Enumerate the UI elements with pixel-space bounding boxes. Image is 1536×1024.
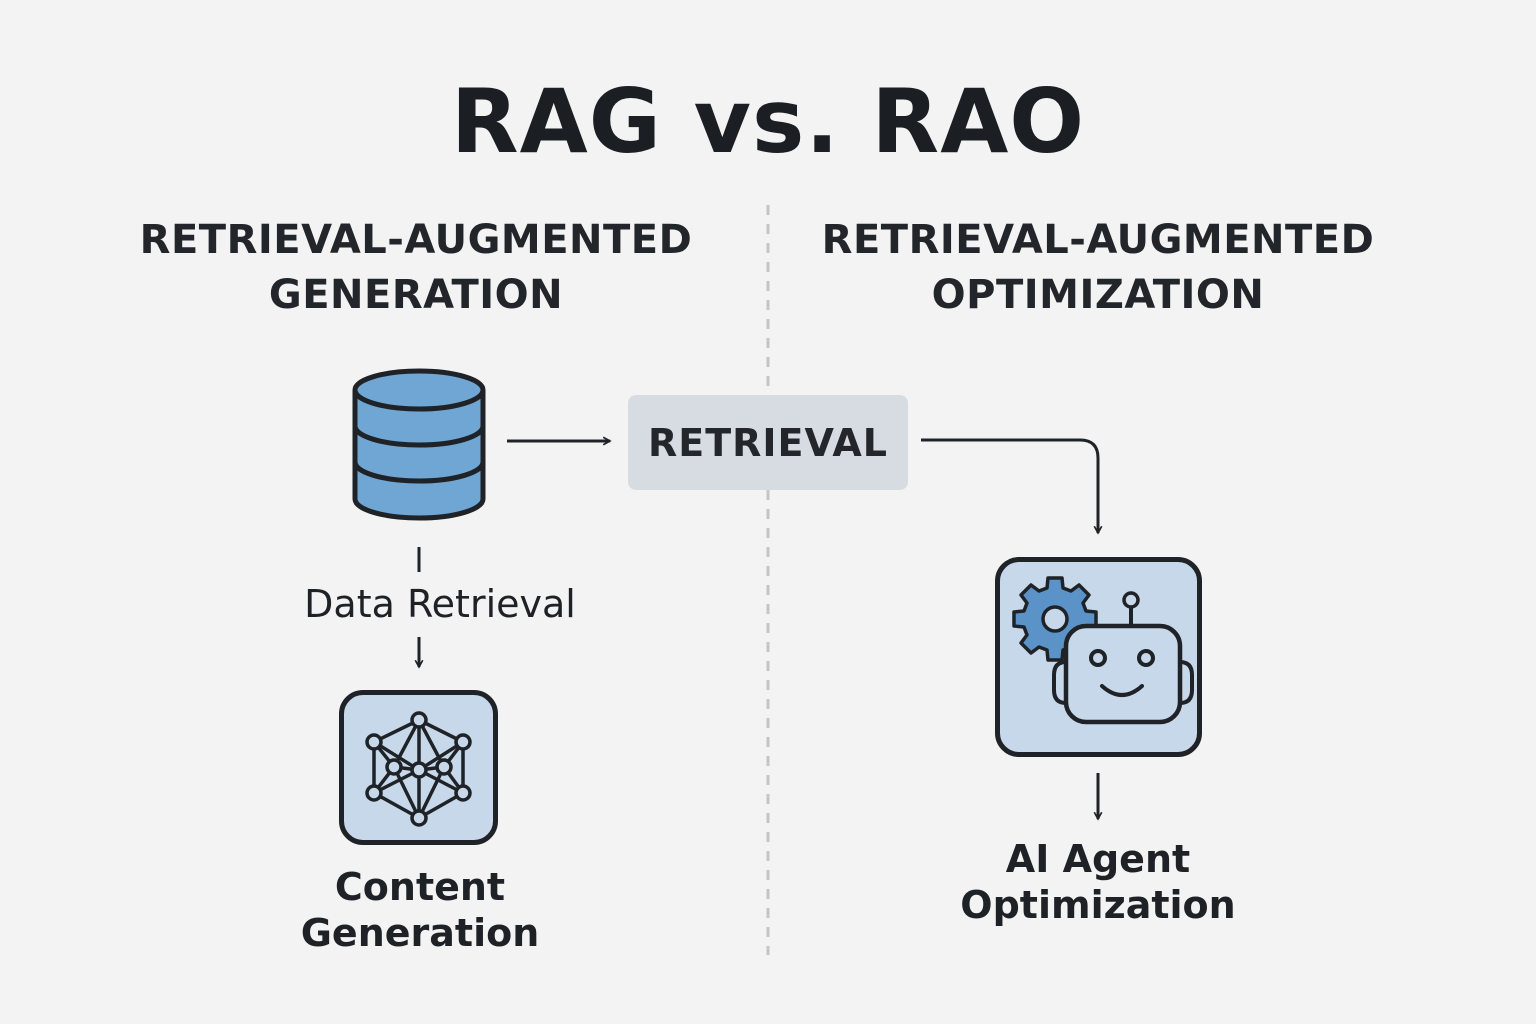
left-heading-line2: GENERATION: [268, 272, 564, 318]
arrow-retrieval-to-agent: [921, 438, 1098, 533]
robot-gear-icon: [1012, 576, 1194, 725]
content-generation-line2: Generation: [300, 911, 540, 955]
left-heading: RETRIEVAL-AUGMENTED GENERATION: [126, 213, 706, 323]
retrieval-box-label: RETRIEVAL: [648, 420, 888, 465]
content-generation-line1: Content: [334, 865, 506, 909]
content-generation-label: Content Generation: [220, 864, 620, 956]
right-heading-line1: RETRIEVAL-AUGMENTED: [821, 217, 1375, 263]
database-icon: [352, 368, 486, 521]
ai-agent-icon-box: [995, 557, 1202, 757]
ai-agent-optimization-line1: AI Agent: [1005, 837, 1191, 881]
data-retrieval-label: Data Retrieval: [304, 582, 576, 626]
ai-agent-optimization-line2: Optimization: [960, 883, 1236, 927]
neural-network-icon: [365, 711, 472, 827]
right-heading-line2: OPTIMIZATION: [931, 272, 1265, 318]
left-heading-line1: RETRIEVAL-AUGMENTED: [139, 217, 693, 263]
ai-agent-optimization-label: AI Agent Optimization: [898, 836, 1298, 928]
content-generation-icon-box: [339, 690, 498, 845]
retrieval-box: RETRIEVAL: [628, 395, 908, 490]
robot-icon: [1052, 591, 1194, 725]
diagram-title: RAG vs. RAO: [450, 70, 1086, 173]
right-heading: RETRIEVAL-AUGMENTED OPTIMIZATION: [808, 213, 1388, 323]
